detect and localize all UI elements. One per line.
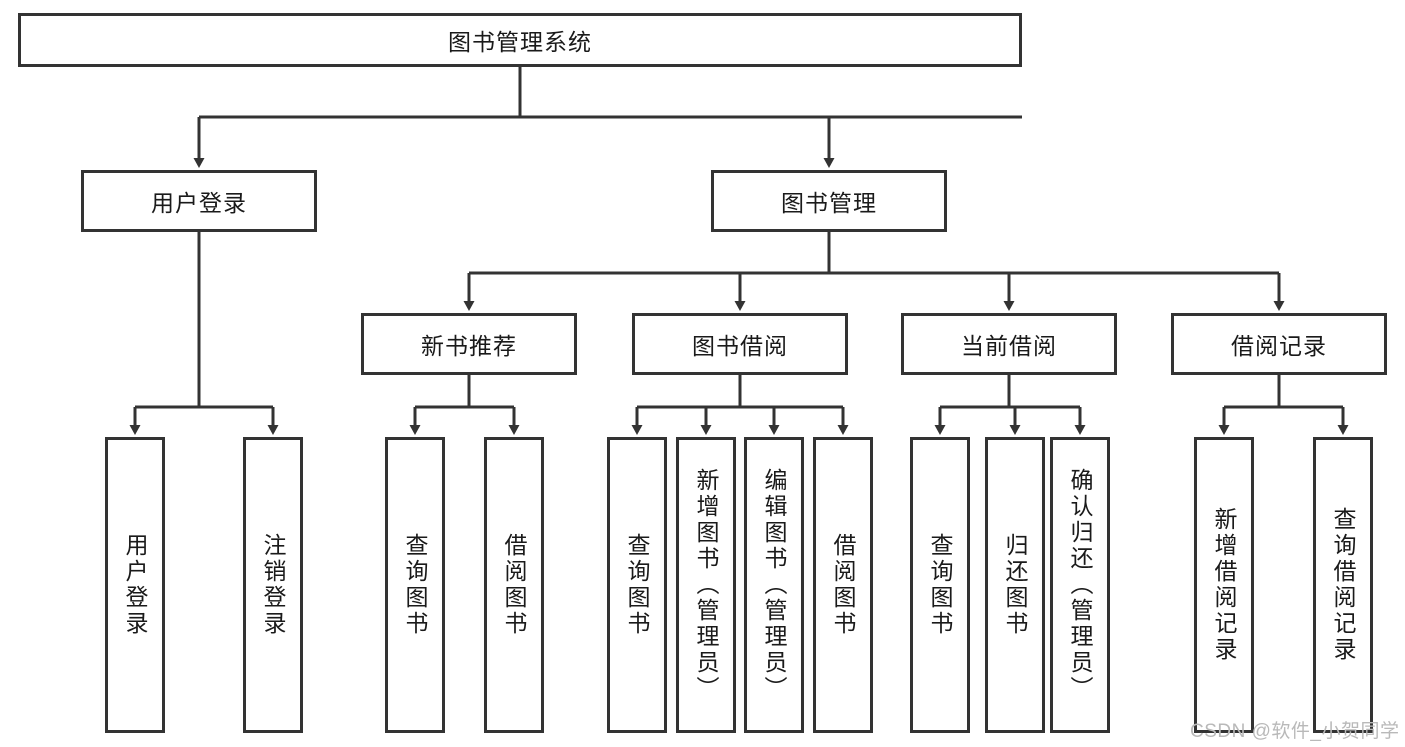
node-root[interactable]: 图书管理系统 [18,13,1022,67]
node-leaf-label: 编辑图书（管理员） [761,468,788,702]
node-leaf[interactable]: 新增借阅记录 [1194,437,1254,733]
node-leaf-label: 注销登录 [260,533,287,637]
node-book-management[interactable]: 图书管理 [711,170,947,232]
node-leaf-label: 借阅图书 [501,533,528,637]
node-leaf[interactable]: 确认归还（管理员） [1050,437,1110,733]
node-leaf-label: 查询图书 [402,533,429,637]
node-leaf[interactable]: 查询图书 [607,437,667,733]
node-leaf-label: 新增借阅记录 [1211,507,1238,663]
node-leaf[interactable]: 查询图书 [910,437,970,733]
node-leaf-label: 查询图书 [927,533,954,637]
node-leaf[interactable]: 借阅图书 [484,437,544,733]
node-leaf-label: 确认归还（管理员） [1067,468,1094,702]
node-leaf-label: 借阅图书 [830,533,857,637]
node-leaf[interactable]: 查询借阅记录 [1313,437,1373,733]
node-leaf-label: 归还图书 [1002,533,1029,637]
node-book-borrow[interactable]: 图书借阅 [632,313,848,375]
node-borrow-record[interactable]: 借阅记录 [1171,313,1387,375]
node-user-login[interactable]: 用户登录 [81,170,317,232]
node-new-book-recommend[interactable]: 新书推荐 [361,313,577,375]
node-leaf[interactable]: 归还图书 [985,437,1045,733]
node-leaf[interactable]: 新增图书（管理员） [676,437,736,733]
node-current-borrow[interactable]: 当前借阅 [901,313,1117,375]
csdn-watermark: CSDN @软件_小贺同学 [1190,721,1400,742]
node-leaf-label: 查询图书 [624,533,651,637]
node-leaf[interactable]: 用户登录 [105,437,165,733]
node-leaf[interactable]: 借阅图书 [813,437,873,733]
node-leaf-label: 查询借阅记录 [1330,507,1357,663]
node-leaf-label: 用户登录 [122,533,149,637]
node-leaf[interactable]: 编辑图书（管理员） [744,437,804,733]
node-leaf[interactable]: 注销登录 [243,437,303,733]
node-leaf-label: 新增图书（管理员） [693,468,720,702]
node-leaf[interactable]: 查询图书 [385,437,445,733]
